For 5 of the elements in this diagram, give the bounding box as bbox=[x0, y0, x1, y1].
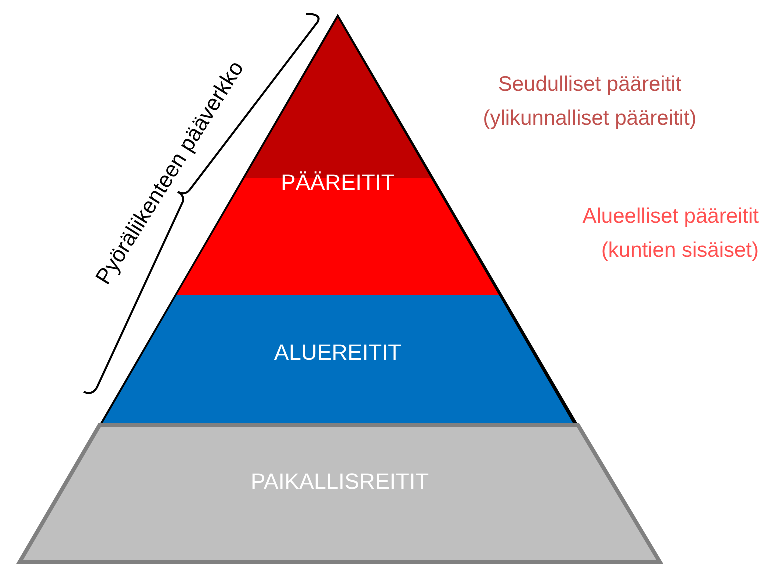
tier-label: PÄÄREITIT bbox=[281, 170, 395, 196]
annotation-text: Alueelliset pääreitit (kuntien sisäiset) bbox=[582, 204, 759, 264]
tier-label: PAIKALLISREITIT bbox=[250, 469, 430, 495]
tier-label: ALUEREITIT bbox=[274, 340, 402, 366]
annotation-text: Seudulliset pääreitit (ylikunnalliset pääreitit) bbox=[482, 72, 698, 132]
